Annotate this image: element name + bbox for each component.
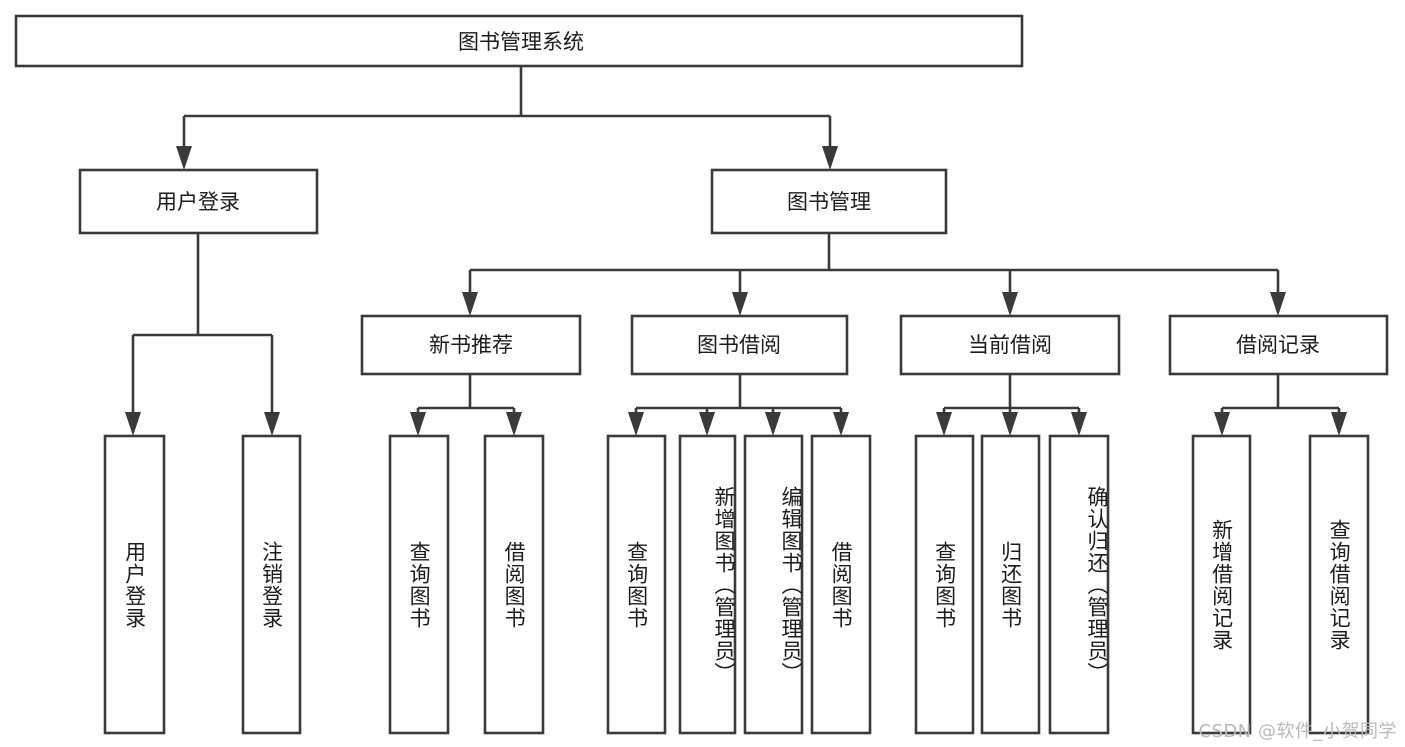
node-leaf-query-book-2-box[interactable] — [606, 434, 667, 735]
node-leaf-confirm-return-box[interactable] — [1048, 434, 1110, 735]
node-leaf-logout-box[interactable] — [241, 434, 302, 735]
connector-layer — [125, 66, 1347, 436]
node-book-manage-label: 图书管理 — [787, 190, 871, 214]
arrow-head-book-manage — [822, 146, 838, 170]
arrow-head-leaf-edit-book — [765, 412, 781, 436]
arrow-head-leaf-borrow-book-2 — [833, 412, 849, 436]
arrow-head-borrow-record — [1270, 292, 1286, 316]
arrow-head-leaf-logout — [264, 412, 280, 436]
arrow-head-leaf-user-login — [125, 412, 141, 436]
arrow-head-leaf-return-book — [1002, 412, 1018, 436]
node-leaf-return-book-box[interactable] — [980, 434, 1041, 735]
arrow-head-leaf-add-book — [699, 412, 715, 436]
node-layer: 图书管理系统 用户登录 图书管理 新书推荐 图书借阅 当前借阅 借阅记录 — [14, 14, 1389, 735]
arrow-head-new-book-recommend — [462, 292, 478, 316]
node-current-borrow-box[interactable] — [899, 314, 1121, 376]
arrow-head-leaf-borrow-book-1 — [506, 412, 522, 436]
node-leaf-query-book-1-box[interactable] — [388, 434, 450, 735]
node-root-label: 图书管理系统 — [458, 30, 584, 54]
node-new-book-recommend-box[interactable] — [360, 314, 582, 376]
node-leaf-borrow-book-1-box[interactable] — [483, 434, 545, 735]
csdn-watermark: CSDN @软件_小贺同学 — [1198, 721, 1397, 742]
node-book-borrow-label: 图书借阅 — [697, 333, 781, 357]
node-leaf-add-record-box[interactable] — [1191, 434, 1252, 735]
node-leaf-edit-book-box[interactable] — [743, 434, 804, 735]
arrow-head-leaf-query-book-3 — [936, 412, 952, 436]
node-user-login-label: 用户登录 — [156, 190, 240, 214]
node-new-book-recommend-label: 新书推荐 — [429, 333, 513, 357]
node-borrow-record-box[interactable] — [1168, 314, 1389, 376]
node-user-login-box[interactable] — [78, 168, 319, 235]
node-leaf-borrow-book-2-box[interactable] — [810, 434, 872, 735]
node-book-manage-box[interactable] — [710, 168, 948, 235]
node-borrow-record-label: 借阅记录 — [1236, 333, 1320, 357]
arrow-head-leaf-add-record — [1214, 412, 1230, 436]
node-leaf-query-book-3-box[interactable] — [914, 434, 975, 735]
arrow-head-leaf-query-record — [1331, 412, 1347, 436]
node-leaf-query-record-box[interactable] — [1308, 434, 1370, 735]
arrow-head-leaf-query-book-2 — [628, 412, 644, 436]
arrow-head-leaf-confirm-return — [1071, 412, 1087, 436]
arrow-head-current-borrow — [1002, 292, 1018, 316]
arrow-head-user-login — [176, 146, 192, 170]
node-book-borrow-box[interactable] — [630, 314, 849, 376]
node-leaf-add-book-box[interactable] — [678, 434, 737, 735]
arrow-head-leaf-query-book-1 — [410, 412, 426, 436]
node-leaf-user-login-box[interactable] — [103, 434, 166, 735]
arrow-head-book-borrow — [732, 292, 748, 316]
node-root-box[interactable] — [14, 14, 1024, 68]
node-current-borrow-label: 当前借阅 — [968, 333, 1052, 357]
